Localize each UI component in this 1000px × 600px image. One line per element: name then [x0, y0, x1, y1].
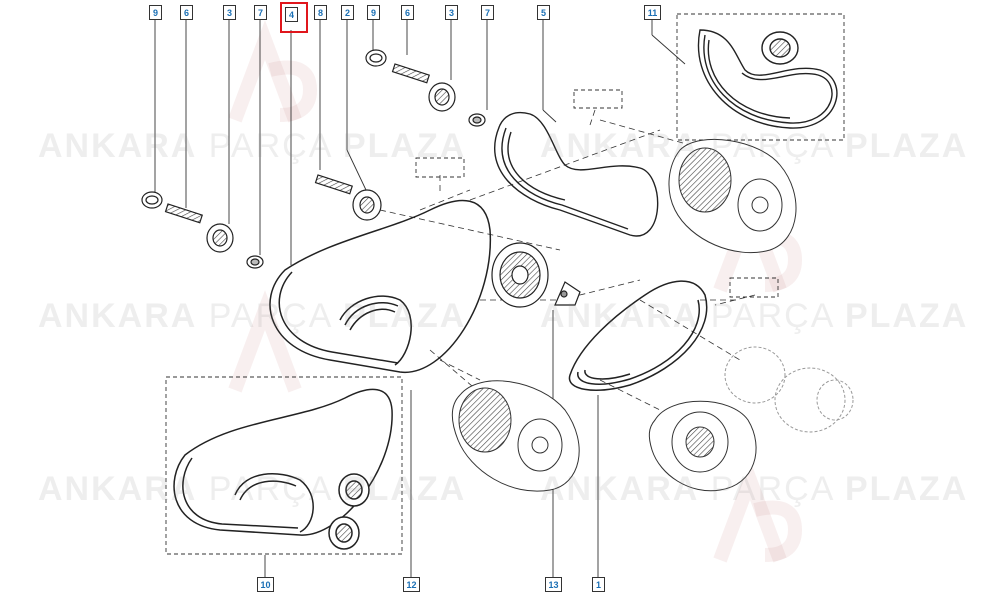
- tensioner-right-group: [365, 49, 486, 127]
- bracket-13: [554, 281, 581, 306]
- belt-11-group: [697, 29, 838, 129]
- watermark-text: ANKARA PARÇA PLAZA: [540, 297, 969, 335]
- part-callout[interactable]: 5: [537, 5, 550, 20]
- part-callout[interactable]: 7: [481, 5, 494, 20]
- part-callout[interactable]: 12: [403, 577, 420, 592]
- part-callout[interactable]: 6: [180, 5, 193, 20]
- part-callout[interactable]: 9: [367, 5, 380, 20]
- tensioner-left-group: [141, 191, 264, 269]
- part-callout[interactable]: 8: [314, 5, 327, 20]
- ac-compressor-lower: [451, 380, 580, 492]
- watermark-text: ANKARA PARÇA PLAZA: [540, 127, 969, 165]
- part-callout[interactable]: 13: [545, 577, 562, 592]
- idler-pulley-group: [314, 174, 382, 221]
- part-callout[interactable]: 7: [254, 5, 267, 20]
- belt-5: [494, 111, 659, 237]
- watermark-text: ANKARA PARÇA PLAZA: [38, 297, 467, 335]
- part-callout[interactable]: 2: [341, 5, 354, 20]
- alternator: [648, 400, 757, 492]
- belt-12: [269, 199, 492, 373]
- selected-part-highlight: [280, 2, 308, 33]
- watermark-text: ANKARA PARÇA PLAZA: [540, 470, 969, 508]
- belt-1: [568, 280, 708, 391]
- crank-pulley: [491, 242, 549, 308]
- part-callout[interactable]: 3: [223, 5, 236, 20]
- water-pump-outline: [724, 346, 854, 433]
- watermark-text: ANKARA PARÇA PLAZA: [38, 470, 467, 508]
- part-callout-selected[interactable]: 4: [285, 7, 298, 22]
- belt-10-group: [173, 388, 393, 550]
- part-callout[interactable]: 10: [257, 577, 274, 592]
- part-callout[interactable]: 3: [445, 5, 458, 20]
- group-boxes: [165, 13, 845, 555]
- ac-compressor-upper: [668, 138, 797, 254]
- part-callout[interactable]: 6: [401, 5, 414, 20]
- part-callout[interactable]: 1: [592, 577, 605, 592]
- part-callout[interactable]: 11: [644, 5, 661, 20]
- watermark-text: ANKARA PARÇA PLAZA: [38, 127, 467, 165]
- part-callout[interactable]: 9: [149, 5, 162, 20]
